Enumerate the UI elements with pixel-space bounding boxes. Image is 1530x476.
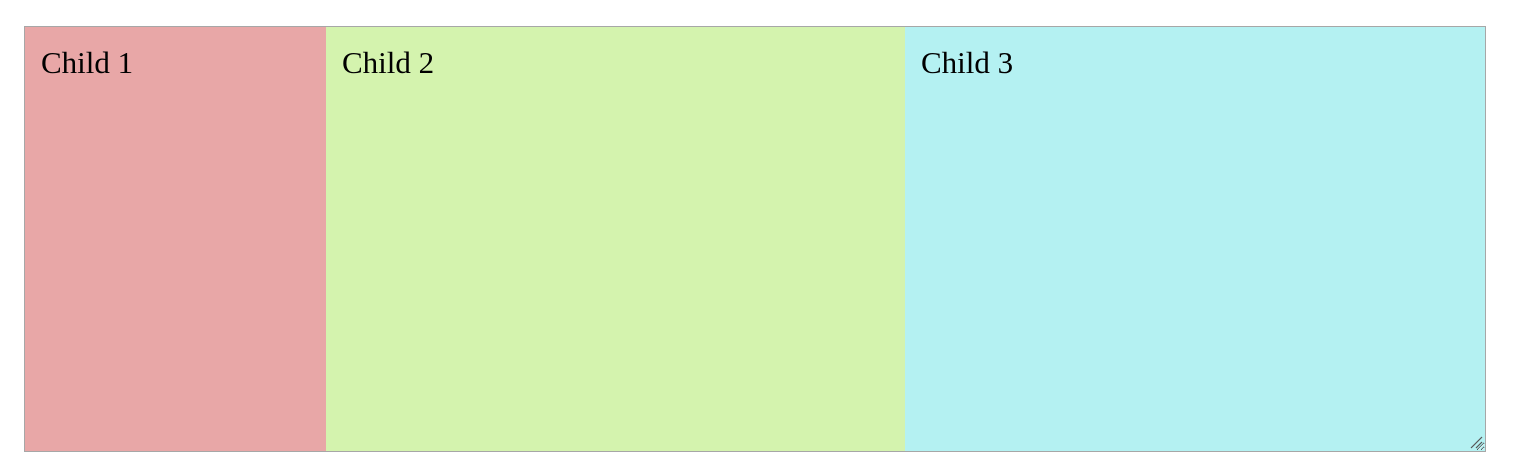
- child-panel-1: Child 1: [25, 27, 326, 451]
- resizable-flex-container[interactable]: Child 1 Child 2 Child 3: [24, 26, 1486, 452]
- child-panel-2: Child 2: [326, 27, 905, 451]
- child-panel-3-label: Child 3: [921, 45, 1014, 80]
- child-panel-1-label: Child 1: [41, 45, 134, 80]
- child-panel-2-label: Child 2: [342, 45, 435, 80]
- child-panel-3: Child 3: [905, 27, 1485, 451]
- resize-grip-icon[interactable]: [1469, 435, 1483, 449]
